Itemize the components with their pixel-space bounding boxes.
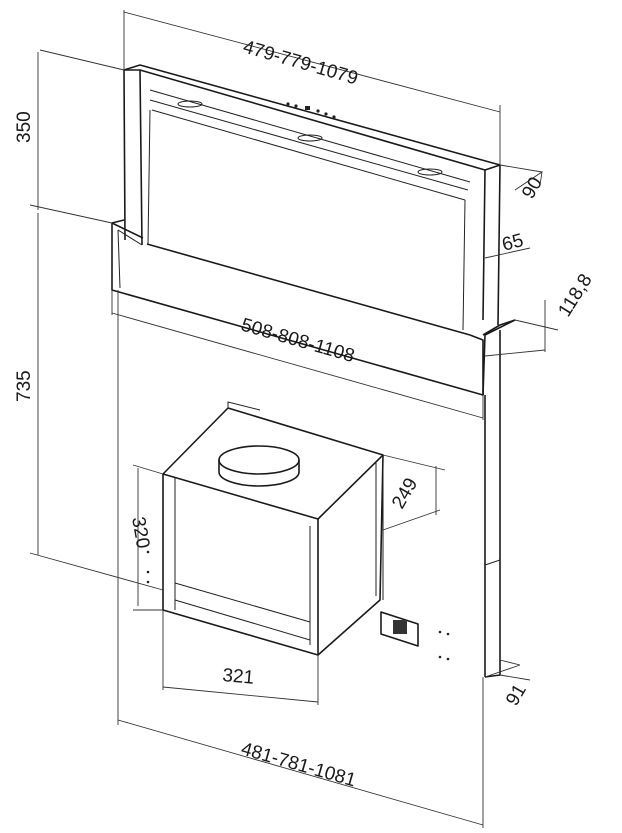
dim-thickness: 65 [500, 230, 526, 256]
dim-top-width: 479-779-1079 [241, 37, 361, 90]
hood-panel [123, 64, 501, 336]
dim-height-below: 735 [14, 370, 35, 402]
dimension-lines [29, 10, 559, 828]
dim-frame-width: 508-808-1108 [239, 315, 357, 367]
dim-height-above: 350 [14, 111, 35, 143]
electrical-box [146, 550, 450, 661]
motor-unit [162, 401, 384, 656]
control-panel [177, 100, 443, 176]
dim-bottom-depth: 91 [502, 681, 531, 710]
dim-motor-height: 320 [127, 515, 153, 550]
dim-motor-width: 321 [222, 665, 255, 689]
dim-depth-top: 90 [518, 174, 547, 203]
dim-motor-depth: 249 [388, 475, 422, 513]
dim-frame-depth: 118,8 [554, 270, 596, 320]
dim-bottom-width: 481-781-1081 [239, 739, 359, 792]
exhaust-collar [218, 445, 300, 475]
hood-body [484, 330, 501, 678]
counter-frame [111, 219, 516, 396]
